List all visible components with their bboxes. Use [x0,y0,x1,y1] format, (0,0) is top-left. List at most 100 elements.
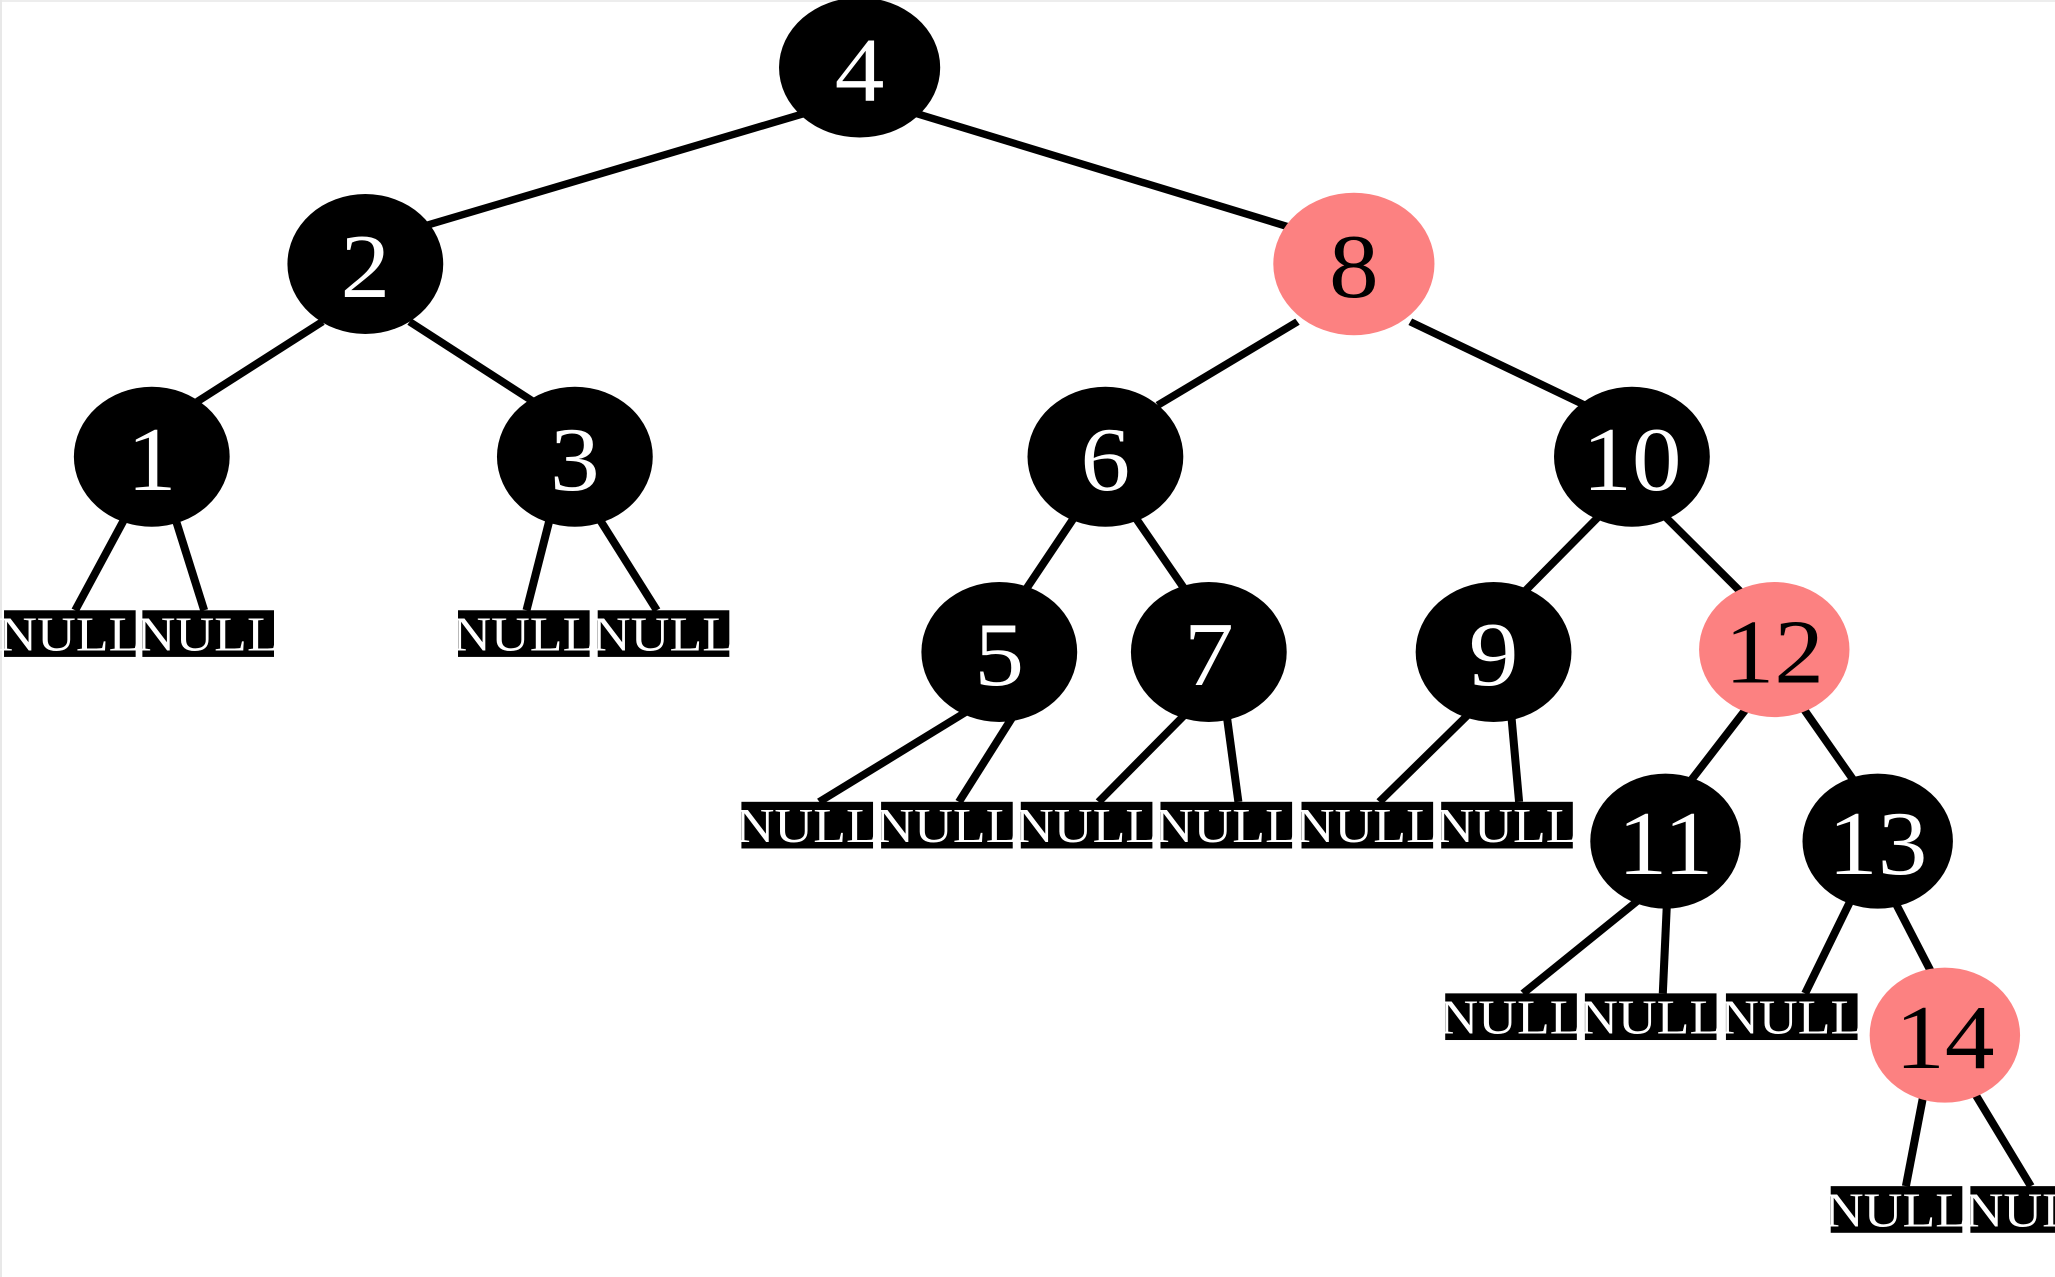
nil-node[interactable]: NULL [452,608,595,662]
nil-node-label: NULL [1965,1183,2055,1237]
nil-node-box [1725,993,1858,1041]
nil-node-box [1301,801,1434,849]
nil-node-box [1160,801,1293,849]
nil-node[interactable]: NULL [1155,799,1298,853]
nil-node-label: NULL [1720,991,1863,1045]
tree-edge-n5-to-nil5a [817,706,972,805]
page-left-border [0,0,2,1277]
nil-node-box [1584,993,1717,1041]
tree-node-7[interactable]: 7 [1130,582,1287,722]
tree-node-label: 7 [1184,604,1234,705]
nil-node-label: NULL [137,608,280,662]
nil-node-box [1020,801,1153,849]
tree-node-label: 3 [550,409,600,510]
tree-node-9[interactable]: 9 [1415,582,1572,722]
nil-node[interactable]: NULL [1296,799,1439,853]
tree-edge-n11-to-nil11b [1658,904,1671,994]
nil-node-box [741,801,874,849]
nil-node-box [458,610,590,657]
tree-node-label: 9 [1469,604,1519,705]
tree-node-14[interactable]: 14 [1869,967,2021,1103]
tree-edge-n7-to-nil7b [1222,711,1243,803]
nil-node[interactable]: NULL [137,608,280,662]
tree-edge-n10-to-n9 [1520,514,1602,596]
nil-node[interactable]: NULL [1965,1183,2055,1238]
tree-node-circle-black [73,386,230,527]
tree-node-circle-red [1699,582,1850,718]
nil-node[interactable]: NULL [875,799,1018,853]
nil-node-label: NULL [1296,799,1439,853]
tree-node-label: 6 [1081,409,1131,510]
tree-node-4[interactable]: 4 [779,0,941,138]
tree-node-circle-black [1027,386,1184,527]
tree-edge-n5-to-nil5b [955,712,1018,804]
nil-node[interactable]: NULL [0,608,141,662]
nil-node[interactable]: NULL [1435,799,1578,853]
tree-node-label: 5 [974,604,1024,705]
page-top-border [0,0,2055,2]
nil-node-box [597,610,730,657]
tree-edge-n2-to-n3 [407,318,536,405]
nil-node[interactable]: NULL [1720,991,1863,1045]
tree-node-circle-red [1869,967,2021,1103]
tree-edge-n4-to-n2 [415,109,808,232]
tree-edge-n3-to-nil3a [522,519,554,612]
tree-node-circle-black [496,386,653,527]
nil-node[interactable]: NULL [736,799,879,853]
nil-node-label: NULL [1435,799,1578,853]
tree-edge-n12-to-n13 [1799,705,1859,785]
nil-node[interactable]: NULL [1825,1183,1968,1237]
nil-node-label: NULL [452,608,595,662]
tree-edge-n8-to-n6 [1155,318,1300,409]
nil-node-box [142,610,274,657]
tree-node-circle-black [921,582,1078,722]
tree-node-circle-black [779,0,941,138]
tree-node-label: 4 [835,19,885,120]
nil-node-box [881,801,1013,849]
nil-node-label: NULL [0,608,141,662]
tree-edge-n7-to-nil7a [1095,709,1191,805]
tree-node-6[interactable]: 6 [1027,386,1184,527]
tree-node-12[interactable]: 12 [1699,582,1850,718]
nil-node[interactable]: NULL [1439,991,1582,1045]
tree-node-11[interactable]: 11 [1590,773,1741,909]
nil-node-box [1441,801,1573,849]
tree-edge-n2-to-n1 [195,318,325,405]
tree-node-circle-black [1802,773,1953,909]
nil-node-label: NULL [875,799,1018,853]
tree-node-8[interactable]: 8 [1273,192,1435,336]
tree-node-circle-black [287,194,444,334]
tree-node-label: 14 [1895,987,1994,1088]
tree-node-1[interactable]: 1 [73,386,230,527]
tree-node-10[interactable]: 10 [1554,386,1710,527]
nil-node[interactable]: NULL [592,608,735,662]
tree-node-circle-black [1590,773,1741,909]
tree-node-5[interactable]: 5 [921,582,1078,722]
tree-edge-n13-to-nil13a [1801,898,1855,995]
tree-edge-n8-to-n10 [1408,318,1587,409]
tree-node-circle-black [1415,582,1572,722]
tree-edge-n9-to-nil9a [1376,709,1474,805]
tree-edge-n10-to-n12 [1662,514,1744,595]
tree-node-label: 1 [127,409,177,510]
tree-node-3[interactable]: 3 [496,386,653,527]
edge-layer [71,109,2035,1188]
tree-node-circle-black [1554,386,1710,527]
tree-node-2[interactable]: 2 [287,194,444,334]
nil-node-box [4,610,136,657]
tree-edge-n4-to-n8 [913,109,1295,232]
tree-edge-n14-to-nil14b [1970,1091,2035,1188]
nil-node-label: NULL [1155,799,1298,853]
tree-edge-n14-to-nil14a [1901,1094,1928,1187]
nil-node-box [1445,993,1577,1041]
tree-edge-n11-to-nil11a [1520,897,1642,997]
nil-node[interactable]: NULL [1579,991,1722,1045]
nil-node[interactable]: NULL [1015,799,1158,853]
tree-edge-n12-to-n11 [1686,705,1751,785]
tree-node-circle-red [1273,192,1435,336]
tree-node-13[interactable]: 13 [1802,773,1953,909]
tree-edge-n6-to-n5 [1020,515,1078,595]
nil-node-label: NULL [1439,991,1582,1045]
